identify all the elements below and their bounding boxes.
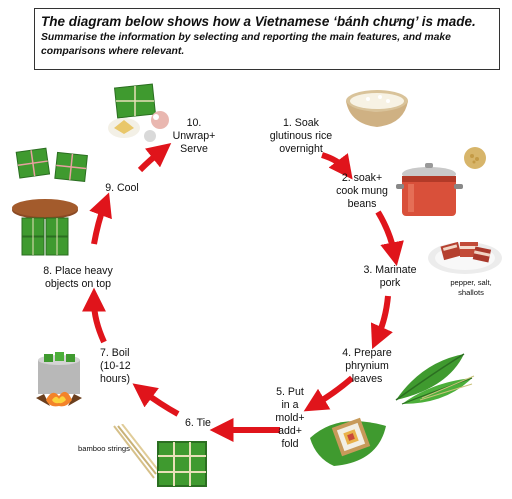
task-box: The diagram below shows how a Vietnamese… — [34, 8, 500, 70]
mold-icon — [310, 417, 386, 466]
step-4-label: 4. Prepare phrynium leaves — [342, 347, 392, 385]
arrow-2-to-3 — [375, 210, 404, 267]
arrow-4-to-5 — [303, 375, 354, 412]
served-cake-icon — [108, 83, 169, 142]
tied-cake-icon — [157, 441, 207, 487]
arrow-6-to-7 — [132, 383, 180, 417]
step-1-label: 1. Soak glutinous rice overnight — [269, 117, 333, 155]
pork-seasoning-note: pepper, salt, shallots — [450, 278, 492, 297]
bamboo-strings-icon — [113, 424, 159, 479]
pressed-cakes-icon — [12, 199, 78, 256]
leaves-icon — [395, 353, 475, 405]
step-7-label: 7. Boil (10-12 hours) — [100, 347, 131, 385]
step-9-label: 9. Cool — [105, 182, 139, 194]
pork-plate-icon — [428, 241, 502, 274]
arrow-3-to-4 — [370, 295, 393, 350]
arrow-7-to-8 — [82, 287, 107, 344]
step-10-label: 10. Unwrap+ Serve — [172, 117, 216, 155]
step-3-label: 3. Marinate pork — [363, 264, 417, 289]
cooking-pot-icon — [396, 163, 463, 216]
cakes-icon — [15, 147, 88, 182]
task-instructions: Summarise the information by selecting a… — [41, 32, 451, 57]
step-2-label: 2. soak+ cook mung beans — [336, 172, 388, 210]
arrow-9-to-10 — [137, 143, 172, 173]
rice-bowl-icon — [346, 90, 408, 127]
step-8-label: 8. Place heavy objects on top — [43, 265, 113, 290]
bamboo-strings-note: bamboo strings — [78, 444, 130, 453]
mung-beans-icon — [464, 147, 486, 169]
boiling-pot-icon — [36, 352, 82, 407]
arrow-8-to-9 — [89, 192, 112, 245]
task-title: The diagram below shows how a Vietnamese… — [41, 14, 476, 29]
arrow-1-to-2 — [321, 152, 353, 180]
step-6-label: 6. Tie — [185, 417, 211, 429]
step-5-label: 5. Put in a mold+ add+ fold — [275, 386, 305, 450]
